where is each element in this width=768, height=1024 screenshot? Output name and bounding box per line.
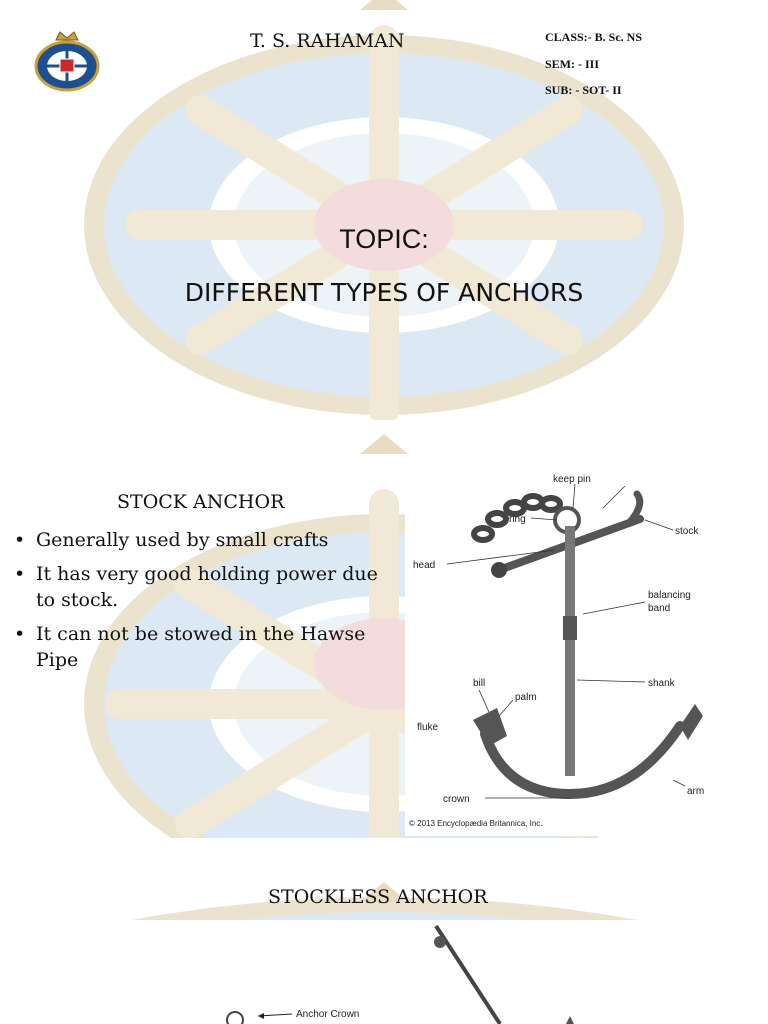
subject-line: SUB: - SOT- II [545, 83, 622, 97]
bullet-item: •Generally used by small crafts [14, 529, 329, 551]
label-keep-pin: keep pin [553, 474, 591, 485]
watermark-emblem [84, 0, 684, 420]
stock-anchor-heading: STOCK ANCHOR [117, 491, 285, 513]
bullet-dot-icon: • [14, 529, 26, 551]
stock-anchor-bullets: •Generally used by small crafts •It has … [14, 527, 394, 681]
stock-anchor-diagram: keep pin ring stock head balancing band … [405, 464, 725, 836]
stock-anchor-slide: STOCK ANCHOR •Generally used by small cr… [0, 434, 768, 838]
label-ring: ring [509, 514, 526, 525]
author-name: T. S. RAHAMAN [250, 30, 405, 52]
institute-logo [34, 31, 100, 92]
label-stock: stock [675, 526, 699, 537]
label-band: band [648, 603, 670, 614]
bullet-item: •It can not be stowed in the Hawse Pipe [14, 623, 366, 671]
stockless-anchor-heading: STOCKLESS ANCHOR [268, 886, 488, 908]
bullet-dot-icon: • [14, 563, 26, 585]
label-bill: bill [473, 678, 485, 689]
label-fluke: fluke [417, 722, 439, 733]
diagram-credit: © 2013 Encyclopædia Britannica, Inc. [409, 819, 543, 828]
topic-subtitle: DIFFERENT TYPES OF ANCHORS [184, 278, 584, 307]
label-shank: shank [648, 678, 676, 689]
label-palm: palm [515, 692, 537, 703]
title-slide: T. S. RAHAMAN CLASS:- B. Sc. NS SEM: - I… [0, 0, 768, 420]
chain-icon [471, 493, 563, 543]
label-crown: crown [443, 794, 470, 805]
stockless-anchor-diagram: Anchor Crown [0, 920, 768, 1024]
semester-line: SEM: - III [545, 57, 600, 71]
topic-heading: TOPIC: [339, 224, 429, 254]
bullet-item: •It has very good holding power due to s… [14, 563, 378, 611]
bullet-dot-icon: • [14, 623, 26, 645]
label-arm: arm [687, 786, 704, 797]
stockless-anchor-slide: STOCKLESS ANCHOR Anchor Crown [0, 852, 768, 1024]
class-line: CLASS:- B. Sc. NS [545, 30, 643, 44]
label-anchor-crown: Anchor Crown [296, 1009, 359, 1020]
label-balancing: balancing [648, 590, 691, 601]
label-head: head [413, 560, 435, 571]
